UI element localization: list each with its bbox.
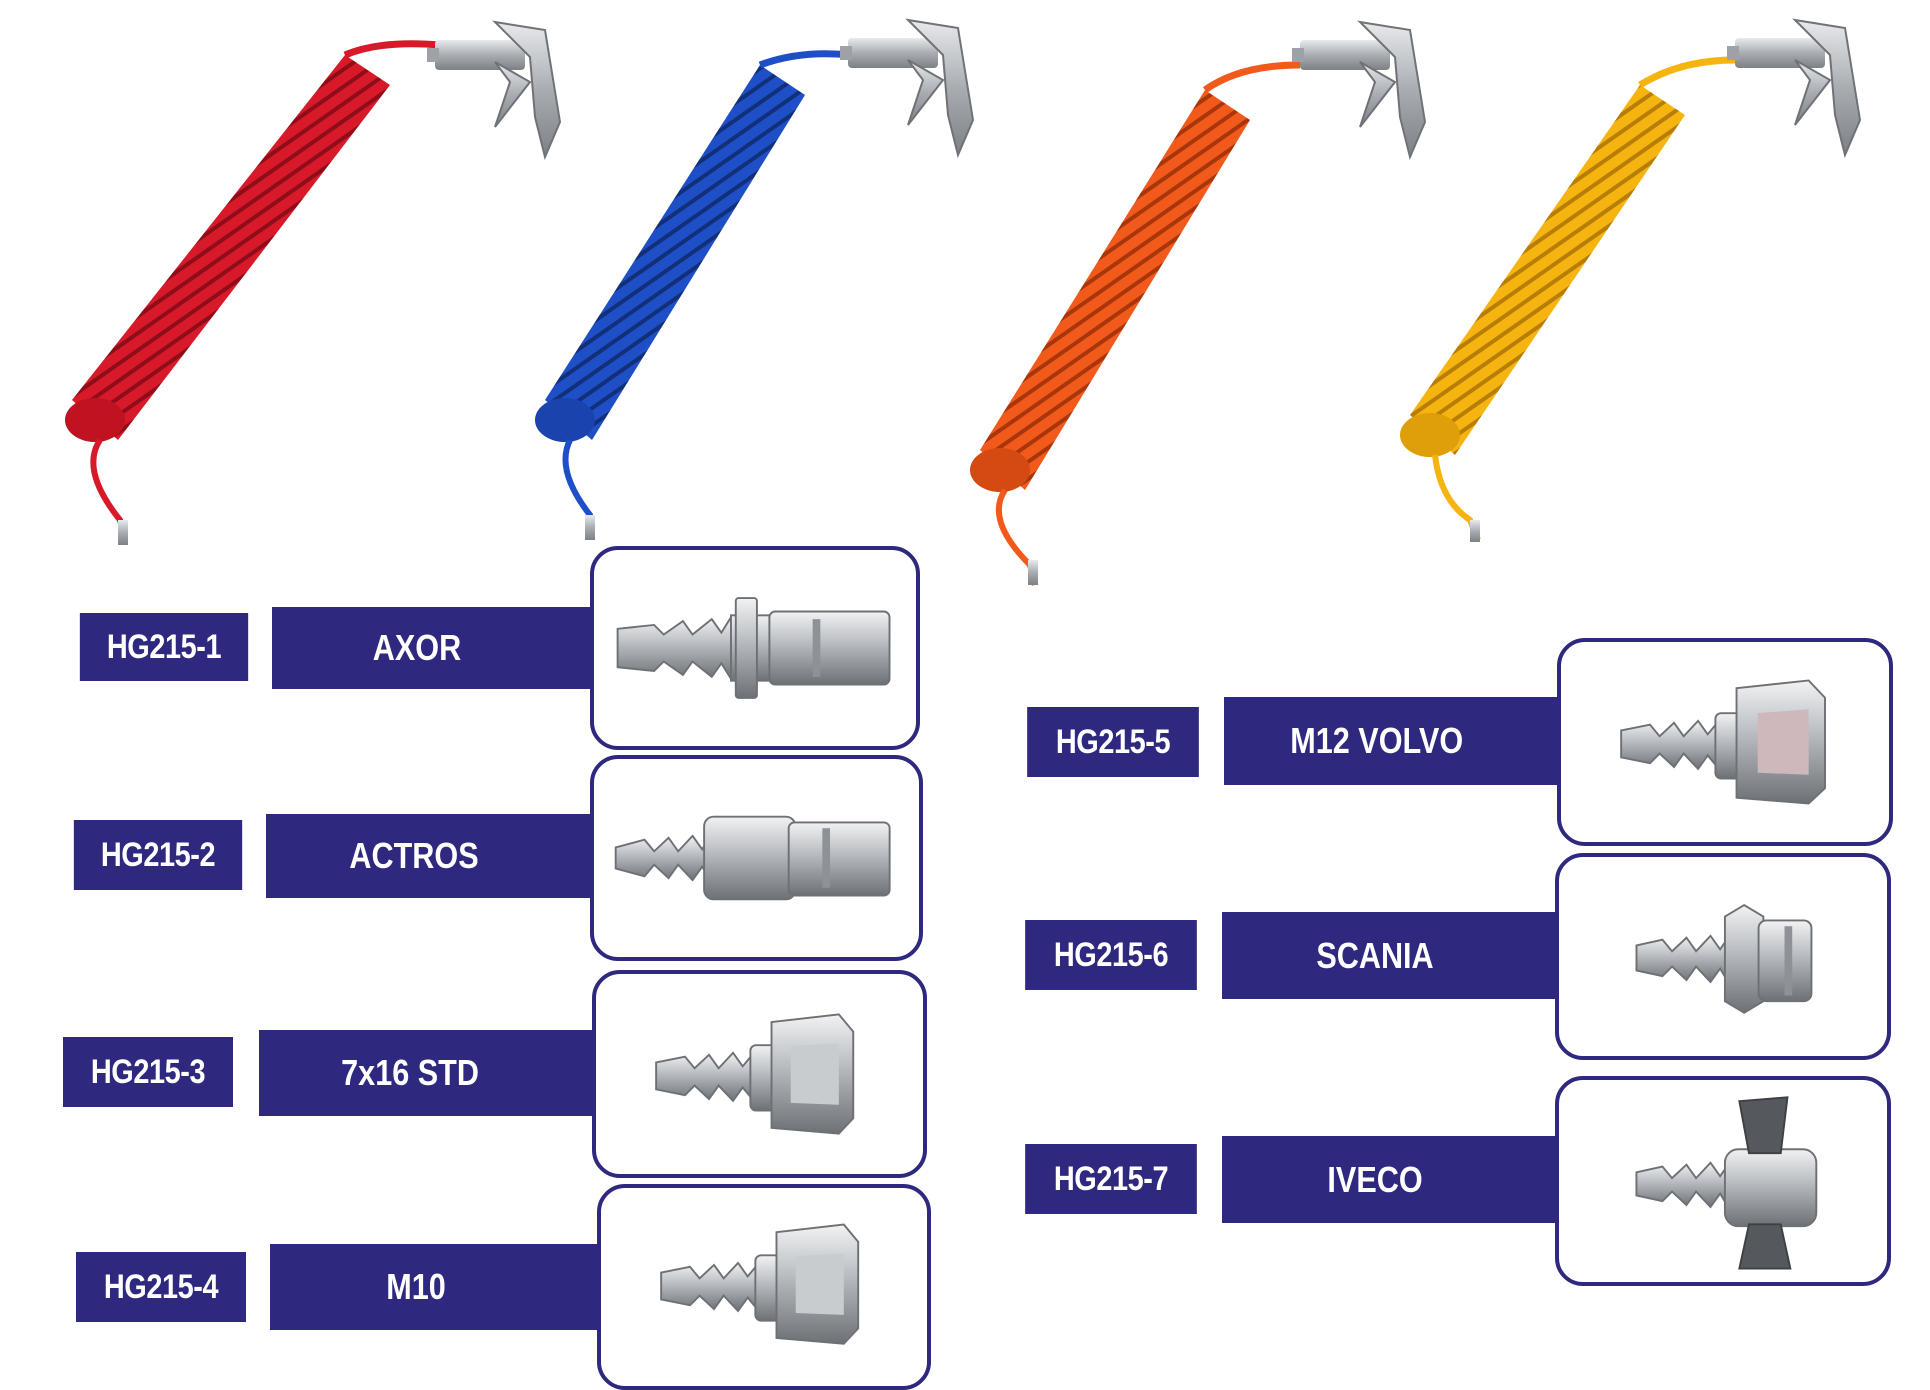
product-code-tag: HG215-4 [76, 1252, 246, 1322]
blue-hose-icon [535, 18, 975, 540]
orange-hose-icon [970, 20, 1427, 586]
product-name-bar: SCANIA [1222, 912, 1569, 999]
product-name-bar: AXOR [272, 607, 602, 689]
product-name-bar: 7x16 STD [259, 1030, 602, 1116]
fitting-image-box [1555, 1076, 1891, 1286]
product-name-bar: M10 [270, 1244, 603, 1330]
wing-nut-fitting-icon [1635, 1096, 1818, 1270]
product-name-bar: IVECO [1222, 1136, 1569, 1223]
fitting-image-box [1557, 638, 1893, 846]
hex-nut-fitting-icon [655, 1013, 855, 1135]
fitting-image-box [597, 1184, 931, 1390]
fitting-image-box [590, 546, 920, 750]
product-code-tag: HG215-3 [63, 1037, 233, 1107]
fitting-image-box [592, 970, 927, 1178]
product-name-bar: M12 VOLVO [1224, 697, 1569, 785]
quick-coupler-sleeve-icon [614, 815, 891, 901]
quick-coupler-plug-icon [616, 597, 891, 699]
fitting-image-box [1555, 853, 1891, 1060]
hose-gallery [65, 18, 1862, 586]
product-code-tag: HG215-7 [1025, 1144, 1197, 1214]
fitting-image-box [590, 755, 923, 961]
product-code-tag: HG215-1 [79, 613, 249, 681]
product-code-tag: HG215-5 [1027, 707, 1199, 777]
product-name-bar: ACTROS [266, 814, 602, 898]
product-code-tag: HG215-6 [1025, 920, 1197, 990]
red-hose-icon [65, 20, 562, 545]
hex-nut-fitting-icon [1620, 679, 1826, 805]
product-code-tag: HG215-2 [73, 820, 243, 890]
coupler-fitting-icon [1635, 903, 1813, 1014]
hex-nut-fitting-icon [660, 1223, 860, 1345]
yellow-hose-icon [1400, 18, 1862, 542]
